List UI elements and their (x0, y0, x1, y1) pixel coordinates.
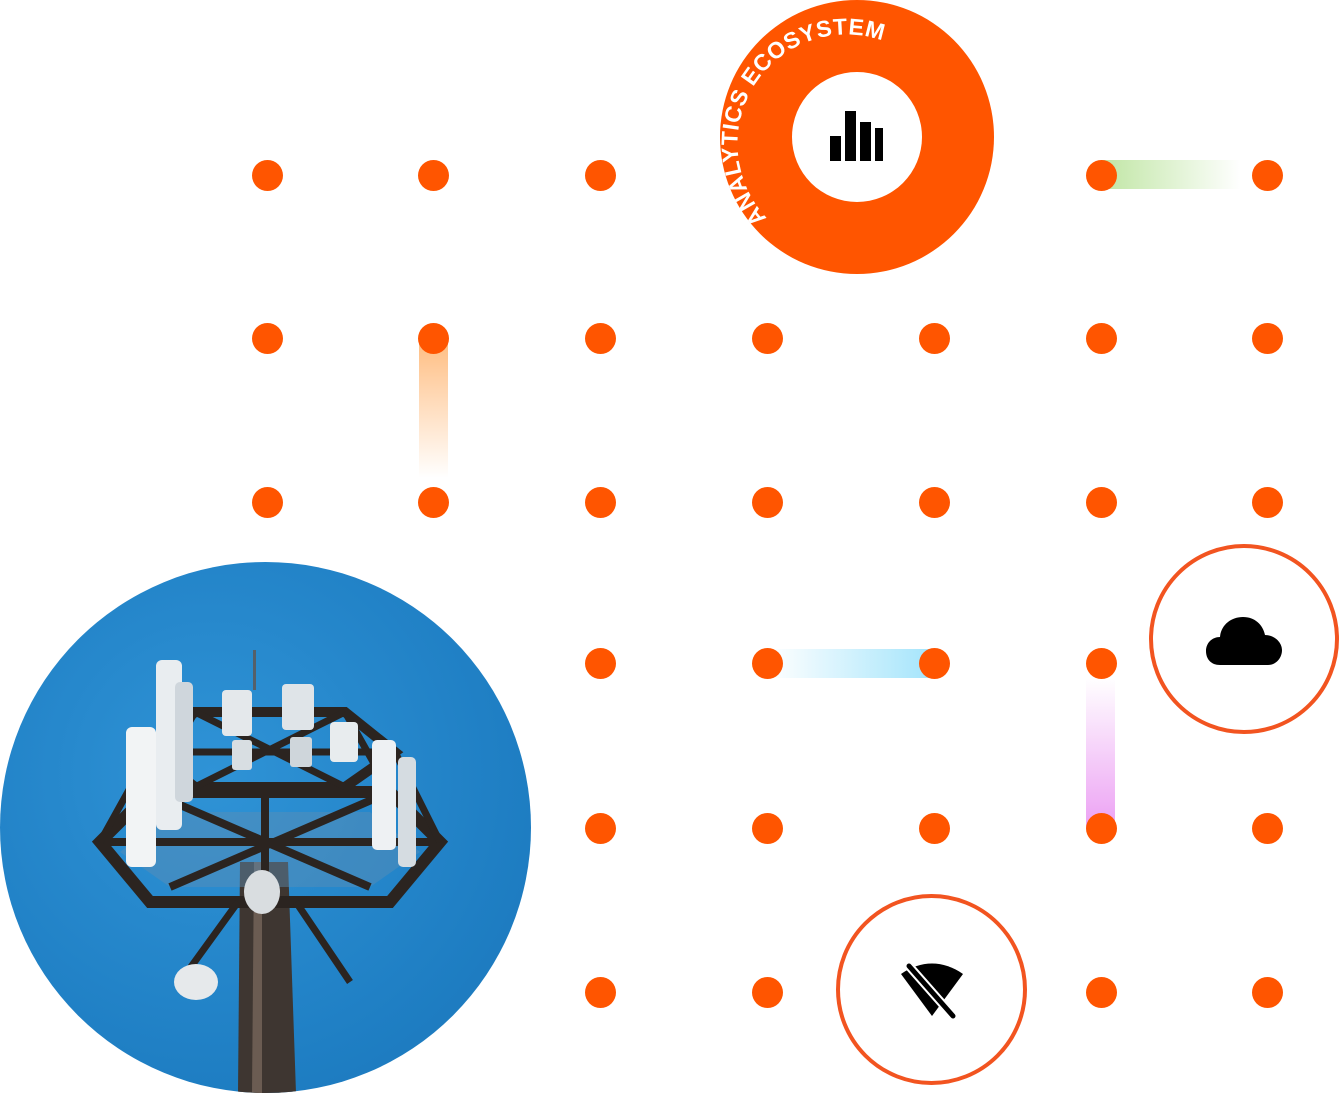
grid-dot (584, 647, 616, 679)
grid-dot (1251, 159, 1283, 191)
grid-dot (751, 486, 783, 518)
grid-dot (417, 159, 449, 191)
cloud-node (1149, 544, 1339, 734)
grid-dot (751, 812, 783, 844)
wifi-off-node (836, 894, 1027, 1085)
grid-dot (417, 486, 449, 518)
bar-chart-icon (830, 111, 883, 161)
grid-dot (584, 812, 616, 844)
grid-dot (417, 322, 449, 354)
badge-graphic: ANALYTICS ECOSYSTEM (716, 0, 994, 274)
grid-dot (251, 322, 283, 354)
grid-dot (918, 486, 950, 518)
grid-dot (1085, 486, 1117, 518)
grid-dot (251, 159, 283, 191)
grid-dot (1251, 486, 1283, 518)
grid-dot (584, 486, 616, 518)
grid-dot (751, 976, 783, 1008)
cloud-icon (1206, 617, 1282, 665)
grid-dot (584, 976, 616, 1008)
cell-tower-photo (0, 562, 531, 1093)
green-link (1101, 160, 1241, 189)
grid-dot (1085, 322, 1117, 354)
cell-tower-illustration (91, 650, 449, 1093)
wifi-off-icon (900, 962, 963, 1019)
grid-dot (918, 647, 950, 679)
grid-dot (1251, 812, 1283, 844)
analytics-ecosystem-badge: ANALYTICS ECOSYSTEM (716, 0, 994, 274)
grid-dot (751, 647, 783, 679)
grid-dot (584, 322, 616, 354)
grid-dot (1085, 647, 1117, 679)
orange-link (419, 338, 448, 478)
grid-dot (1085, 976, 1117, 1008)
badge-center (792, 72, 922, 202)
purple-link (1086, 678, 1115, 828)
blue-link (768, 649, 933, 678)
grid-dot (1251, 322, 1283, 354)
grid-dot (918, 812, 950, 844)
grid-dot (251, 486, 283, 518)
grid-dot (1251, 976, 1283, 1008)
grid-dot (1085, 812, 1117, 844)
grid-dot (751, 322, 783, 354)
grid-dot (918, 322, 950, 354)
grid-dot (1085, 159, 1117, 191)
grid-dot (584, 159, 616, 191)
